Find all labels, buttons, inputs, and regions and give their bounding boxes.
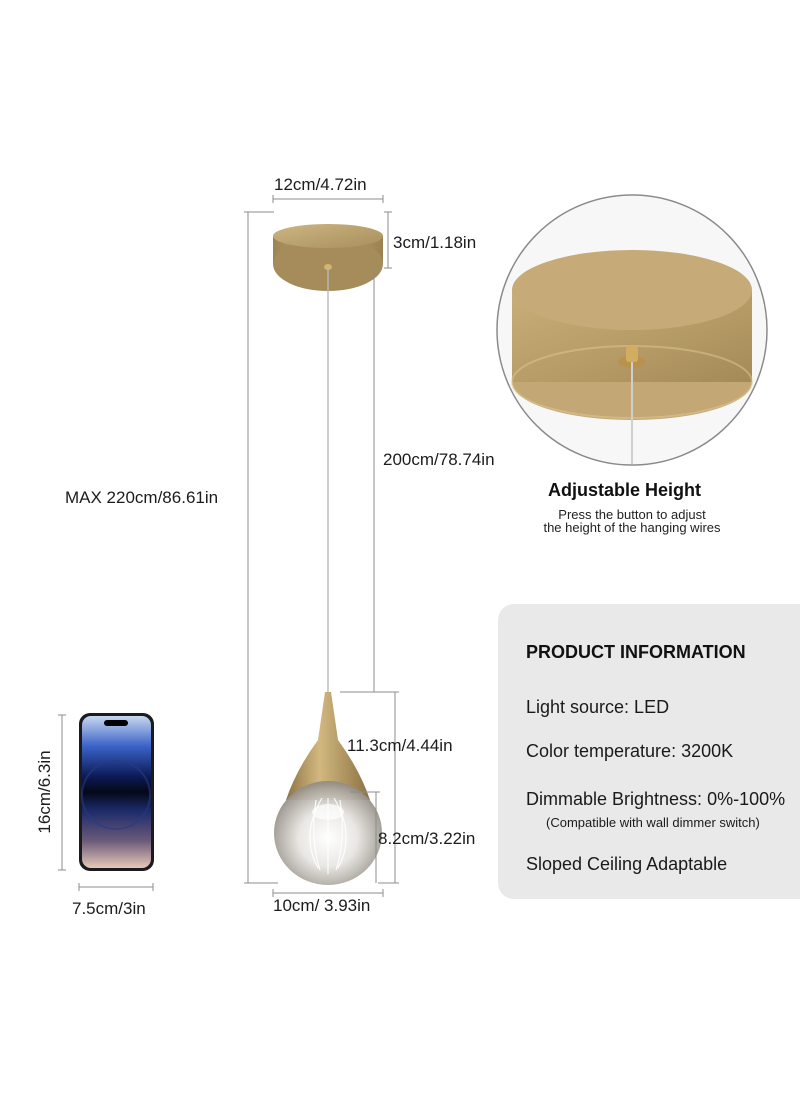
canopy <box>273 224 383 291</box>
max-height-label: MAX 220cm/86.61in <box>65 488 219 507</box>
dimmable-note: (Compatible with wall dimmer switch) <box>546 815 760 830</box>
shade-height-label: 11.3cm/4.44in <box>347 736 453 755</box>
glass-globe <box>274 781 382 885</box>
phone-reference <box>79 713 154 871</box>
canopy-height-label: 3cm/1.18in <box>393 233 477 252</box>
product-info-heading: PRODUCT INFORMATION <box>526 642 746 662</box>
detail-circle <box>496 194 768 466</box>
globe-height-label: 8.2cm/3.22in <box>378 829 476 848</box>
detail-subtitle-line2: the height of the hanging wires <box>543 520 721 535</box>
shade-width-label: 10cm/ 3.93in <box>273 896 371 915</box>
phone-height-label: 16cm/6.3in <box>35 750 54 834</box>
dimension-lines <box>58 195 399 897</box>
cable-length-label: 200cm/78.74in <box>383 450 495 469</box>
detail-subtitle: Press the button to adjust the height of… <box>522 508 742 534</box>
product-info-panel <box>498 604 800 899</box>
phone-width-label: 7.5cm/3in <box>72 899 146 918</box>
dimmable-line: Dimmable Brightness: 0%-100% <box>526 789 786 809</box>
color-temperature-line: Color temperature: 3200K <box>526 741 734 761</box>
detail-title: Adjustable Height <box>548 480 702 500</box>
light-source-line: Light source: LED <box>526 697 670 717</box>
detail-subtitle-line1: Press the button to adjust <box>558 507 706 522</box>
sloped-ceiling-line: Sloped Ceiling Adaptable <box>526 854 728 874</box>
cone-shade <box>286 692 370 800</box>
canopy-width-label: 12cm/4.72in <box>274 175 367 194</box>
